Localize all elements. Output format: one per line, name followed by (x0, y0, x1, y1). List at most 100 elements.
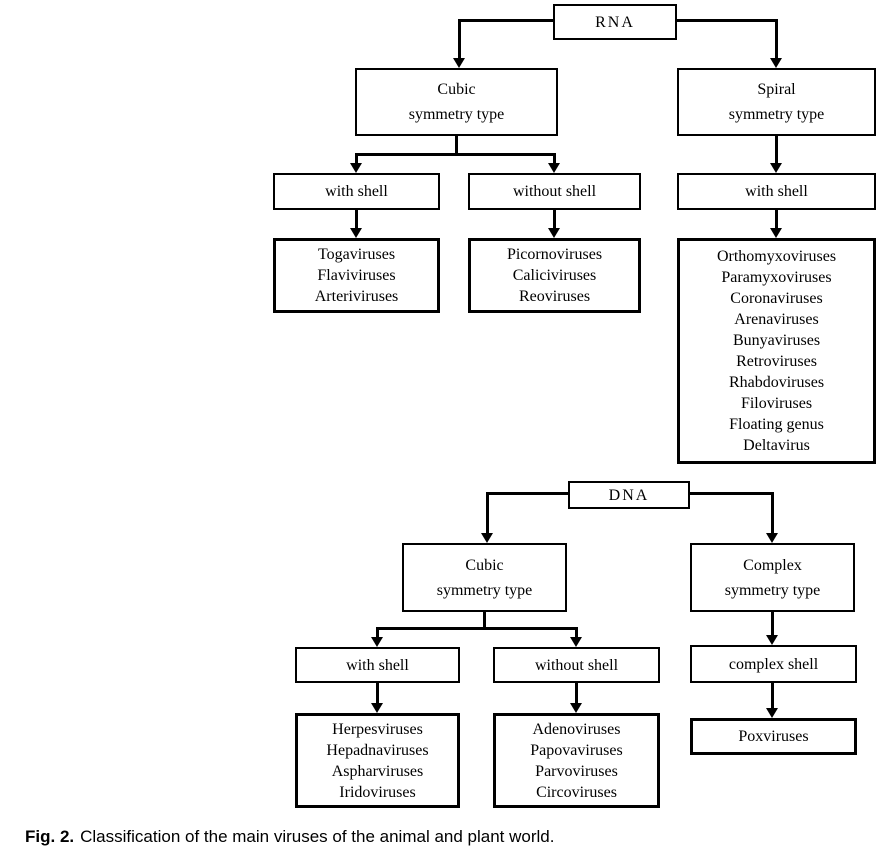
virus-item: Retroviruses (736, 353, 817, 370)
caption-text: Classification of the main viruses of th… (80, 827, 555, 846)
arrowhead-down (770, 58, 782, 68)
virus-item: Herpesviruses (332, 720, 423, 738)
rna-root-label: RNA (595, 13, 635, 31)
virus-item: Hepadnaviruses (326, 741, 429, 759)
connector-rna-right-v (775, 19, 778, 58)
dna-cubic-with-shell-virus-list: Herpesviruses Hepadnaviruses Aspharvirus… (295, 713, 460, 808)
connector-dna-withoutshell-v (575, 683, 578, 703)
rna-spiral-with-shell-label: with shell (745, 183, 808, 200)
arrowhead-down (350, 163, 362, 173)
dna-cubic-without-shell-virus-list: Adenoviruses Papovaviruses Parvoviruses … (493, 713, 660, 808)
connector-rna-withoutshell-v (553, 210, 556, 228)
dna-cubic-with-shell-box: with shell (295, 647, 460, 683)
virus-item: Papovaviruses (530, 741, 623, 759)
arrowhead-down (350, 228, 362, 238)
rna-spiral-label-line2: symmetry type (728, 106, 825, 123)
virus-item: Poxviruses (738, 728, 809, 745)
virus-item: Coronaviruses (730, 290, 823, 307)
dna-cubic-label-line2: symmetry type (436, 581, 533, 599)
dna-complex-shell-virus-list: Poxviruses (690, 718, 857, 755)
arrowhead-down (548, 163, 560, 173)
arrowhead-down (570, 703, 582, 713)
arrowhead-down (481, 533, 493, 543)
rna-cubic-without-shell-box: without shell (468, 173, 641, 210)
arrowhead-down (453, 58, 465, 68)
rna-spiral-with-shell-box: with shell (677, 173, 876, 210)
rna-cubic-label-line1: Cubic (437, 81, 476, 98)
dna-cubic-without-shell-label: without shell (534, 656, 619, 674)
connector-rna-cubic-right-v (553, 153, 556, 163)
virus-item: Paramyxoviruses (721, 269, 832, 286)
virus-item: Arteriviruses (314, 288, 399, 305)
virus-item: Caliciviruses (512, 267, 597, 284)
dna-cubic-symmetry-box: Cubic symmetry type (402, 543, 567, 612)
arrowhead-down (770, 228, 782, 238)
arrowhead-down (766, 708, 778, 718)
dna-cubic-without-shell-box: without shell (493, 647, 660, 683)
dna-complex-shell-box: complex shell (690, 645, 857, 683)
connector-dna-complexshell-v (771, 683, 774, 708)
virus-item: Deltavirus (743, 437, 810, 454)
connector-rna-right-h (675, 19, 778, 22)
connector-rna-left-h (458, 19, 555, 22)
rna-cubic-with-shell-virus-list: Togaviruses Flaviviruses Arteriviruses (273, 238, 440, 313)
figure-caption: Fig. 2. Classification of the main viruse… (25, 827, 554, 847)
virus-item: Circoviruses (536, 783, 617, 801)
rna-spiral-symmetry-box: Spiral symmetry type (677, 68, 876, 136)
connector-dna-cubic-right-v (575, 627, 578, 637)
virus-item: Flaviviruses (317, 267, 396, 284)
connector-rna-cubic-h (355, 153, 556, 156)
connector-dna-right-h (690, 492, 772, 495)
connector-dna-cubic-stem (483, 612, 486, 630)
dna-complex-label-line1: Complex (743, 556, 802, 574)
virus-item: Picornoviruses (506, 246, 603, 263)
dna-root-box: DNA (568, 481, 690, 509)
connector-rna-withshell-v (355, 210, 358, 228)
connector-rna-cubic-left-v (355, 153, 358, 163)
arrowhead-down (548, 228, 560, 238)
connector-dna-cubic-left-v (376, 627, 379, 637)
rna-spiral-virus-list: Orthomyxoviruses Paramyxoviruses Coronav… (677, 238, 876, 464)
dna-complex-shell-label: complex shell (728, 655, 819, 673)
virus-item: Iridoviruses (339, 783, 416, 801)
rna-cubic-label-line2: symmetry type (408, 106, 505, 123)
dna-complex-symmetry-box: Complex symmetry type (690, 543, 855, 612)
connector-dna-left-v (486, 492, 489, 533)
connector-rna-left-v (458, 19, 461, 58)
virus-item: Aspharviruses (331, 762, 424, 780)
virus-item: Bunyaviruses (732, 332, 821, 349)
connector-dna-withshell-v (376, 683, 379, 703)
virus-item: Reoviruses (518, 288, 591, 305)
virus-item: Arenaviruses (734, 311, 819, 328)
arrowhead-down (766, 533, 778, 543)
connector-rna-cubic-stem (455, 136, 458, 156)
dna-cubic-label-line1: Cubic (465, 556, 504, 574)
arrowhead-down (770, 163, 782, 173)
connector-dna-right-v (771, 492, 774, 533)
virus-item: Orthomyxoviruses (716, 248, 837, 265)
virus-item: Adenoviruses (532, 720, 621, 738)
rna-cubic-with-shell-box: with shell (273, 173, 440, 210)
rna-cubic-with-shell-label: with shell (325, 183, 388, 200)
arrowhead-down (766, 635, 778, 645)
dna-complex-label-line2: symmetry type (724, 581, 821, 599)
virus-item: Filoviruses (740, 395, 813, 412)
virus-item: Togaviruses (317, 246, 396, 263)
connector-dna-left-h (486, 492, 568, 495)
caption-prefix: Fig. 2. (25, 827, 75, 846)
rna-spiral-label-line1: Spiral (757, 81, 796, 98)
rna-root-box: RNA (553, 4, 677, 40)
dna-root-label: DNA (608, 486, 650, 504)
arrowhead-down (371, 703, 383, 713)
rna-cubic-without-shell-virus-list: Picornoviruses Caliciviruses Reoviruses (468, 238, 641, 313)
virus-item: Rhabdoviruses (728, 374, 825, 391)
connector-dna-complex-stem (771, 612, 774, 635)
arrowhead-down (371, 637, 383, 647)
virus-item: Floating genus (729, 416, 824, 433)
rna-cubic-without-shell-label: without shell (512, 183, 597, 200)
rna-cubic-symmetry-box: Cubic symmetry type (355, 68, 558, 136)
dna-cubic-with-shell-label: with shell (346, 656, 409, 674)
connector-rna-spiral-stem (775, 136, 778, 163)
arrowhead-down (570, 637, 582, 647)
